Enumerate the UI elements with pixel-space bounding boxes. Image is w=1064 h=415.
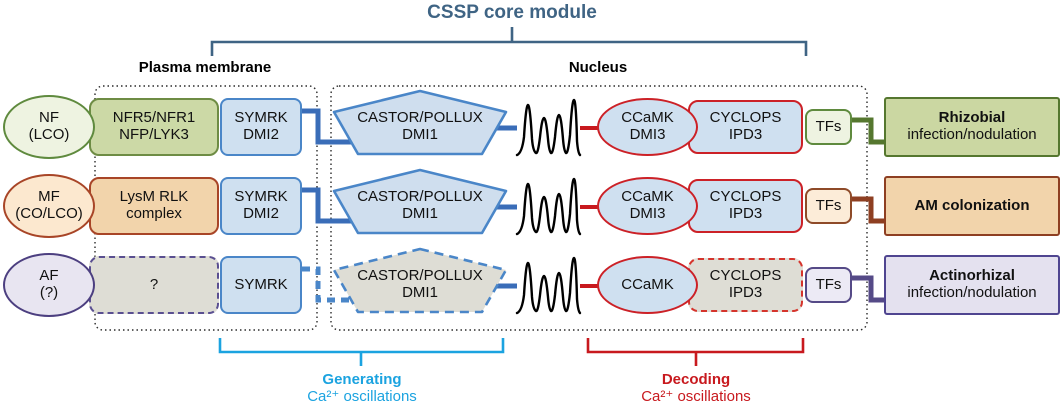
channel-label2: DMI1	[402, 126, 438, 143]
outcome-label: Rhizobial	[938, 109, 1006, 127]
cssp-core-module-bracket	[210, 27, 808, 56]
outcome-label: AM colonization	[914, 196, 1030, 214]
cyclops-label2: IPD3	[728, 205, 763, 222]
receptor-label: NFR5/NFR1	[112, 109, 196, 127]
tfs-box: TFs	[805, 188, 852, 224]
decoding-bracket	[586, 338, 805, 366]
tfs-box: TFs	[805, 267, 852, 303]
row-mf-wiring	[302, 168, 884, 236]
castor-pollux-channel-shape	[332, 168, 508, 235]
calcium-oscillation-wave	[515, 98, 582, 157]
decoding-sublabel: Ca²⁺ oscillations	[641, 388, 751, 405]
signal-label: NF	[39, 109, 59, 127]
outcome-am-colonization-box: AM colonization	[884, 176, 1060, 236]
castor-pollux-label: CASTOR/POLLUX DMI1	[340, 262, 500, 308]
signal-af-ellipse: AF (?)	[3, 253, 95, 317]
tfs-label: TFs	[815, 196, 842, 214]
nucleus-label: Nucleus	[568, 58, 628, 76]
signal-label: MF	[38, 188, 60, 206]
channel-label: CASTOR/POLLUX	[357, 109, 483, 127]
outcome-label: Actinorhizal	[929, 267, 1015, 285]
castor-pollux-label: CASTOR/POLLUX DMI1	[340, 183, 500, 229]
calcium-oscillation-wave	[515, 177, 582, 236]
receptor-unknown-box: ?	[89, 256, 219, 314]
channel-label: CASTOR/POLLUX	[357, 188, 483, 206]
outcome-label2: infection/nodulation	[907, 126, 1037, 143]
receptor-label: LysM RLK	[119, 188, 189, 206]
generating-ca-oscillations-label: Generating Ca²⁺ oscillations	[262, 368, 462, 410]
symrk-box: SYMRK	[220, 256, 302, 314]
symrk-dmi2-box: SYMRK DMI2	[220, 98, 302, 156]
calcium-oscillation-wave	[515, 256, 582, 315]
symrk-label: SYMRK	[234, 275, 288, 293]
row-af-wiring	[302, 247, 884, 315]
cyclops-label2: IPD3	[728, 126, 763, 143]
receptor-label2: complex	[126, 205, 182, 222]
row-nf-wiring	[302, 89, 884, 157]
receptor-label: ?	[149, 275, 159, 293]
ccamk-ellipse: CCaMK	[597, 256, 698, 314]
signal-sublabel: (?)	[39, 284, 59, 301]
cyclops-label: CYCLOPS	[709, 109, 782, 127]
cyclops-label: CYCLOPS	[709, 267, 782, 285]
receptor-label2: NFP/LYK3	[119, 126, 189, 143]
kinase-label: CCaMK	[621, 275, 674, 293]
symrk-label2: DMI2	[243, 205, 279, 222]
cyclops-ipd3-box: CYCLOPS IPD3	[688, 100, 803, 154]
symrk-label2: DMI2	[243, 126, 279, 143]
castor-pollux-channel-shape	[332, 89, 508, 156]
ccamk-dmi3-ellipse: CCaMK DMI3	[597, 98, 698, 156]
diagram-title: CSSP core module	[427, 2, 597, 24]
outcome-label2: infection/nodulation	[907, 284, 1037, 301]
kinase-label2: DMI3	[629, 126, 666, 143]
castor-pollux-label: CASTOR/POLLUX DMI1	[340, 104, 500, 150]
signal-label: AF	[39, 267, 59, 285]
kinase-label: CCaMK	[621, 109, 674, 127]
symrk-label: SYMRK	[234, 109, 288, 127]
tfs-label: TFs	[815, 117, 842, 135]
kinase-label: CCaMK	[621, 188, 674, 206]
plasma-membrane-label: Plasma membrane	[138, 58, 272, 76]
tfs-box: TFs	[805, 109, 852, 145]
signal-nf-ellipse: NF (LCO)	[3, 95, 95, 159]
decoding-label: Decoding	[661, 371, 731, 389]
kinase-label2: DMI3	[629, 205, 666, 222]
ccamk-dmi3-ellipse: CCaMK DMI3	[597, 177, 698, 235]
tfs-label: TFs	[815, 275, 842, 293]
generating-sublabel: Ca²⁺ oscillations	[307, 388, 417, 405]
channel-label2: DMI1	[402, 205, 438, 222]
outcome-actinorhizal-box: Actinorhizal infection/nodulation	[884, 255, 1060, 315]
outcome-rhizobial-box: Rhizobial infection/nodulation	[884, 97, 1060, 157]
symrk-label: SYMRK	[234, 188, 288, 206]
castor-pollux-channel-shape-putative	[332, 247, 508, 314]
symrk-dmi2-box: SYMRK DMI2	[220, 177, 302, 235]
signal-sublabel: (CO/LCO)	[15, 205, 83, 222]
generating-label: Generating	[322, 371, 402, 389]
signal-sublabel: (LCO)	[28, 126, 70, 143]
receptor-lysm-rlk-box: LysM RLK complex	[89, 177, 219, 235]
generating-bracket	[218, 338, 505, 366]
cyclops-label2: IPD3	[728, 284, 763, 301]
channel-label: CASTOR/POLLUX	[357, 267, 483, 285]
cyclops-ipd3-box: CYCLOPS IPD3	[688, 179, 803, 233]
signal-mf-ellipse: MF (CO/LCO)	[3, 174, 95, 238]
cyclops-label: CYCLOPS	[709, 188, 782, 206]
channel-label2: DMI1	[402, 284, 438, 301]
receptor-nfr5-nfr1-box: NFR5/NFR1 NFP/LYK3	[89, 98, 219, 156]
decoding-ca-oscillations-label: Decoding Ca²⁺ oscillations	[596, 368, 796, 410]
cyclops-ipd3-box-putative: CYCLOPS IPD3	[688, 258, 803, 312]
